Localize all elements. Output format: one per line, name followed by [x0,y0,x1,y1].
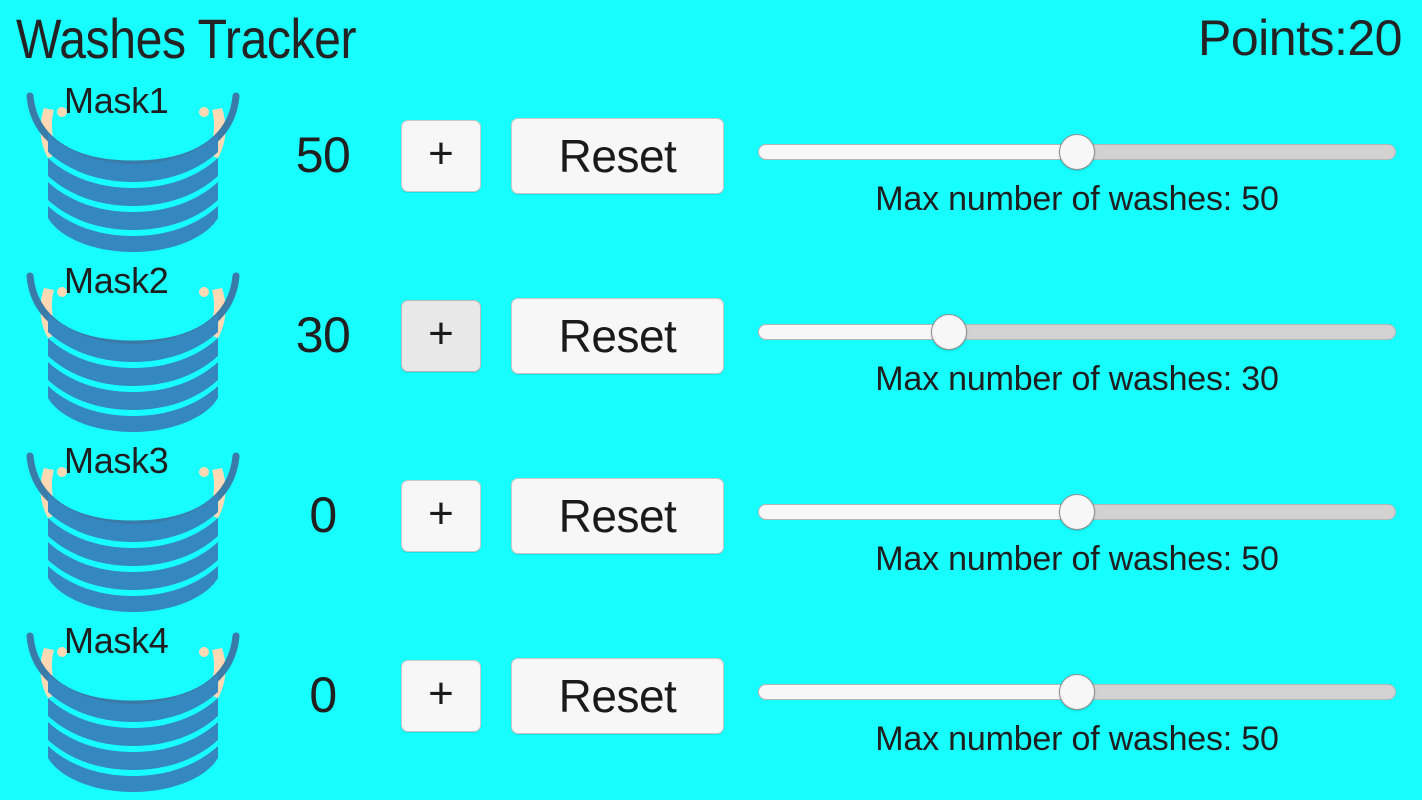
slider-thumb[interactable] [1059,494,1095,530]
slider-track-fill [758,684,1077,700]
mask-row-2: Mask2 30 + Reset Max number of washes: 3… [0,256,1422,436]
mask-label: Mask2 [64,260,169,301]
mask-label: Mask3 [64,440,169,481]
slider-caption: Max number of washes: 50 [875,720,1279,758]
mask-row-4: Mask4 0 + Reset Max number of washes: 50 [0,616,1422,796]
mask-rows-list: Mask1 50 + Reset Max number of washes: 5… [0,76,1422,796]
max-washes-slider[interactable] [758,494,1396,530]
page-title: Washes Tracker [16,6,357,70]
slider-thumb[interactable] [931,314,968,350]
slider-caption: Max number of washes: 50 [875,540,1279,578]
mask-label: Mask4 [64,620,169,661]
max-washes-slider-cell: Max number of washes: 50 [758,102,1398,232]
face-mask-icon [26,632,240,792]
points-counter: Points:20 [1198,10,1402,66]
face-mask-icon [26,92,240,252]
face-mask-icon [26,272,240,432]
reset-button[interactable]: Reset [511,298,724,374]
wash-count-value: 30 [295,307,351,363]
increment-button[interactable]: + [401,660,481,732]
mask-label: Mask1 [64,80,169,121]
increment-button[interactable]: + [401,120,481,192]
mask-row-3: Mask3 0 + Reset Max number of washes: 50 [0,436,1422,616]
increment-button[interactable]: + [401,300,481,372]
mask-icon-cell: Mask2 [8,258,258,434]
wash-count-value: 0 [309,667,337,723]
slider-caption: Max number of washes: 30 [875,360,1279,398]
max-washes-slider-cell: Max number of washes: 50 [758,642,1398,772]
wash-count-value: 50 [295,127,351,183]
max-washes-slider[interactable] [758,674,1396,710]
app-header: Washes Tracker Points:20 [0,0,1422,76]
reset-button[interactable]: Reset [511,118,724,194]
slider-thumb[interactable] [1059,134,1095,170]
slider-track-fill [758,144,1077,160]
slider-track-fill [758,504,1077,520]
max-washes-slider[interactable] [758,134,1396,170]
face-mask-icon [26,452,240,612]
mask-icon-cell: Mask1 [8,78,258,254]
reset-button[interactable]: Reset [511,478,724,554]
reset-button[interactable]: Reset [511,658,724,734]
mask-row-1: Mask1 50 + Reset Max number of washes: 5… [0,76,1422,256]
increment-button[interactable]: + [401,480,481,552]
max-washes-slider[interactable] [758,314,1396,350]
mask-icon-cell: Mask3 [8,438,258,614]
max-washes-slider-cell: Max number of washes: 30 [758,282,1398,412]
slider-track-fill [758,324,950,340]
slider-thumb[interactable] [1059,674,1095,710]
slider-caption: Max number of washes: 50 [875,180,1279,218]
mask-icon-cell: Mask4 [8,618,258,794]
max-washes-slider-cell: Max number of washes: 50 [758,462,1398,592]
wash-count-value: 0 [309,487,337,543]
